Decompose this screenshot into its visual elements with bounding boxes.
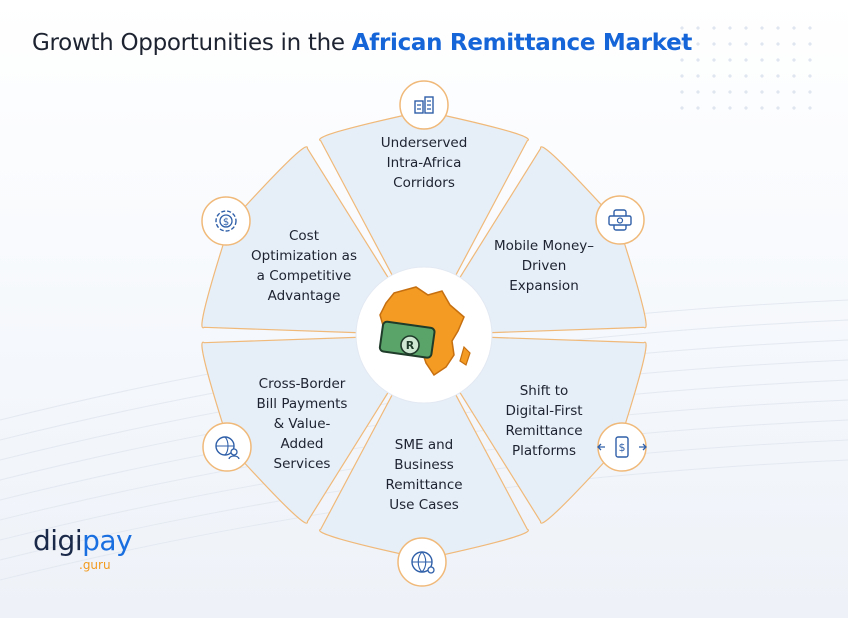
phone-transfer-icon: $ [597,422,647,472]
africa-map-with-banknote-icon: R [378,286,471,377]
globe-user-icon [202,422,252,472]
globe-network-icon [397,537,447,587]
buildings-icon [399,80,449,130]
dollar-gear-icon: $ [201,196,251,246]
dot-pattern [674,20,824,110]
svg-text:$: $ [223,217,229,228]
svg-text:$: $ [619,441,626,454]
mobile-cash-icon [595,195,645,245]
center-emblem: R [355,266,493,404]
page-title: Growth Opportunities in the African Remi… [32,30,693,56]
digipay-guru-logo: digipay .guru [33,524,133,572]
svg-text:R: R [406,339,415,352]
